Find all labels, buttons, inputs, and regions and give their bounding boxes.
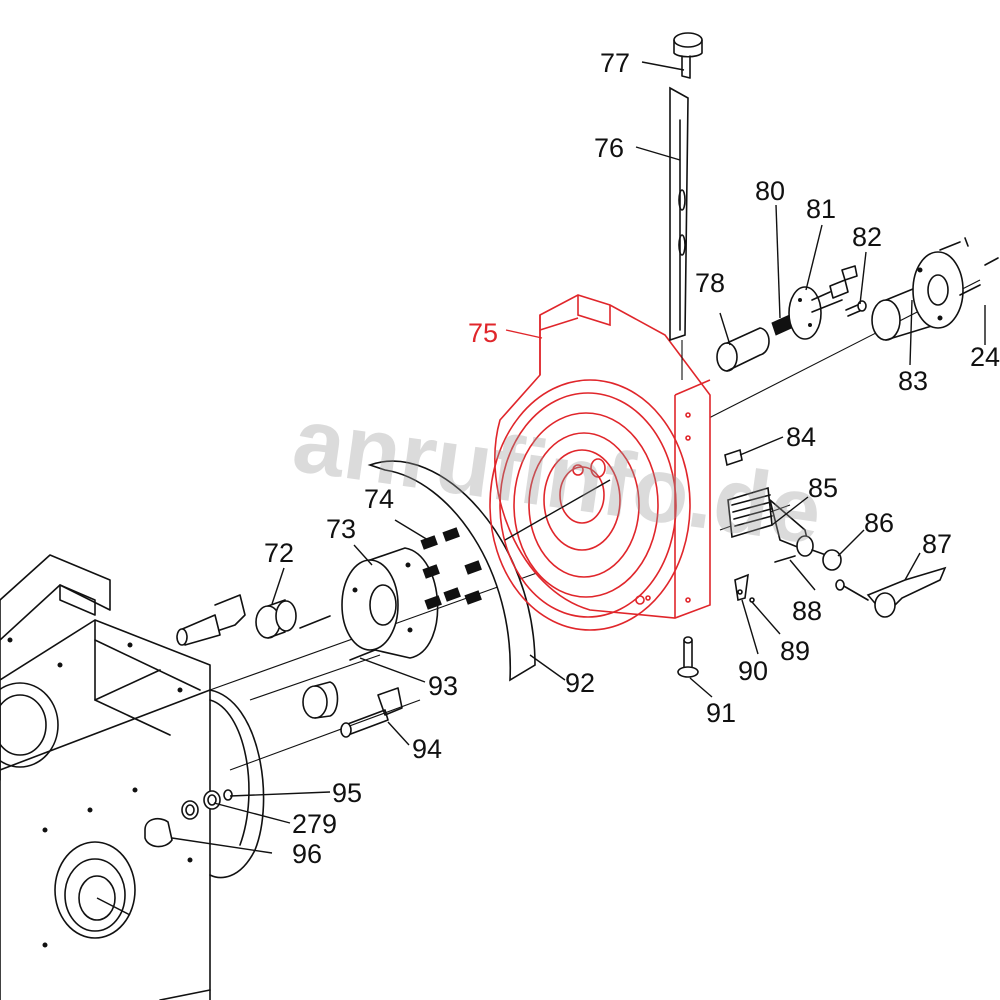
label-part-94: 94 (412, 734, 442, 764)
label-part-93: 93 (428, 671, 458, 701)
part-73-flange (299, 547, 439, 661)
part-88-pin (774, 555, 796, 563)
part-76-rod (669, 86, 689, 380)
label-part-84: 84 (786, 422, 816, 452)
label-part-80: 80 (755, 176, 785, 206)
label-part-72: 72 (264, 538, 294, 568)
part-75-swivel-housing (489, 294, 711, 631)
label-part-91: 91 (706, 698, 736, 728)
part-87-clamp-lever (835, 566, 947, 618)
part-83-sleeve (871, 237, 999, 341)
label-part-76: 76 (594, 133, 624, 163)
callout-leaders (171, 61, 986, 854)
housing-body (0, 554, 265, 1000)
label-part-74: 74 (364, 484, 394, 514)
part-74-set-screws (420, 527, 482, 610)
part-72-bolt-and-bushing (176, 594, 297, 646)
part-84-pin (724, 448, 743, 467)
callout-labels: 77 76 78 80 81 82 83 24 75 84 85 86 87 8… (264, 48, 1000, 869)
label-part-87: 87 (922, 529, 952, 559)
label-part-92: 92 (565, 668, 595, 698)
label-part-83: 83 (898, 366, 928, 396)
part-91-bolt (677, 636, 699, 678)
part-77-knob-screw (673, 32, 703, 79)
label-part-89: 89 (780, 636, 810, 666)
part-86-cap-screw (811, 549, 842, 571)
part-82-screw (845, 300, 867, 317)
label-part-81: 81 (806, 194, 836, 224)
label-part-77: 77 (600, 48, 630, 78)
label-part-88: 88 (792, 596, 822, 626)
part-95-279-96-washers-nut (144, 789, 233, 848)
label-part-96: 96 (292, 839, 322, 869)
label-part-279: 279 (292, 809, 337, 839)
label-part-86: 86 (864, 508, 894, 538)
label-part-82: 82 (852, 222, 882, 252)
part-94-bolt-and-bushing (302, 681, 403, 738)
label-part-78: 78 (695, 268, 725, 298)
label-part-24: 24 (970, 342, 1000, 372)
part-92-curved-scale (367, 460, 536, 682)
part-90-bracket (734, 573, 755, 603)
label-part-73: 73 (326, 514, 356, 544)
label-part-75: 75 (468, 318, 498, 348)
part-81-cover-plate (788, 265, 858, 340)
label-part-95: 95 (332, 778, 362, 808)
part-78-cylinder (716, 327, 770, 372)
label-part-90: 90 (738, 656, 768, 686)
label-part-85: 85 (808, 473, 838, 503)
